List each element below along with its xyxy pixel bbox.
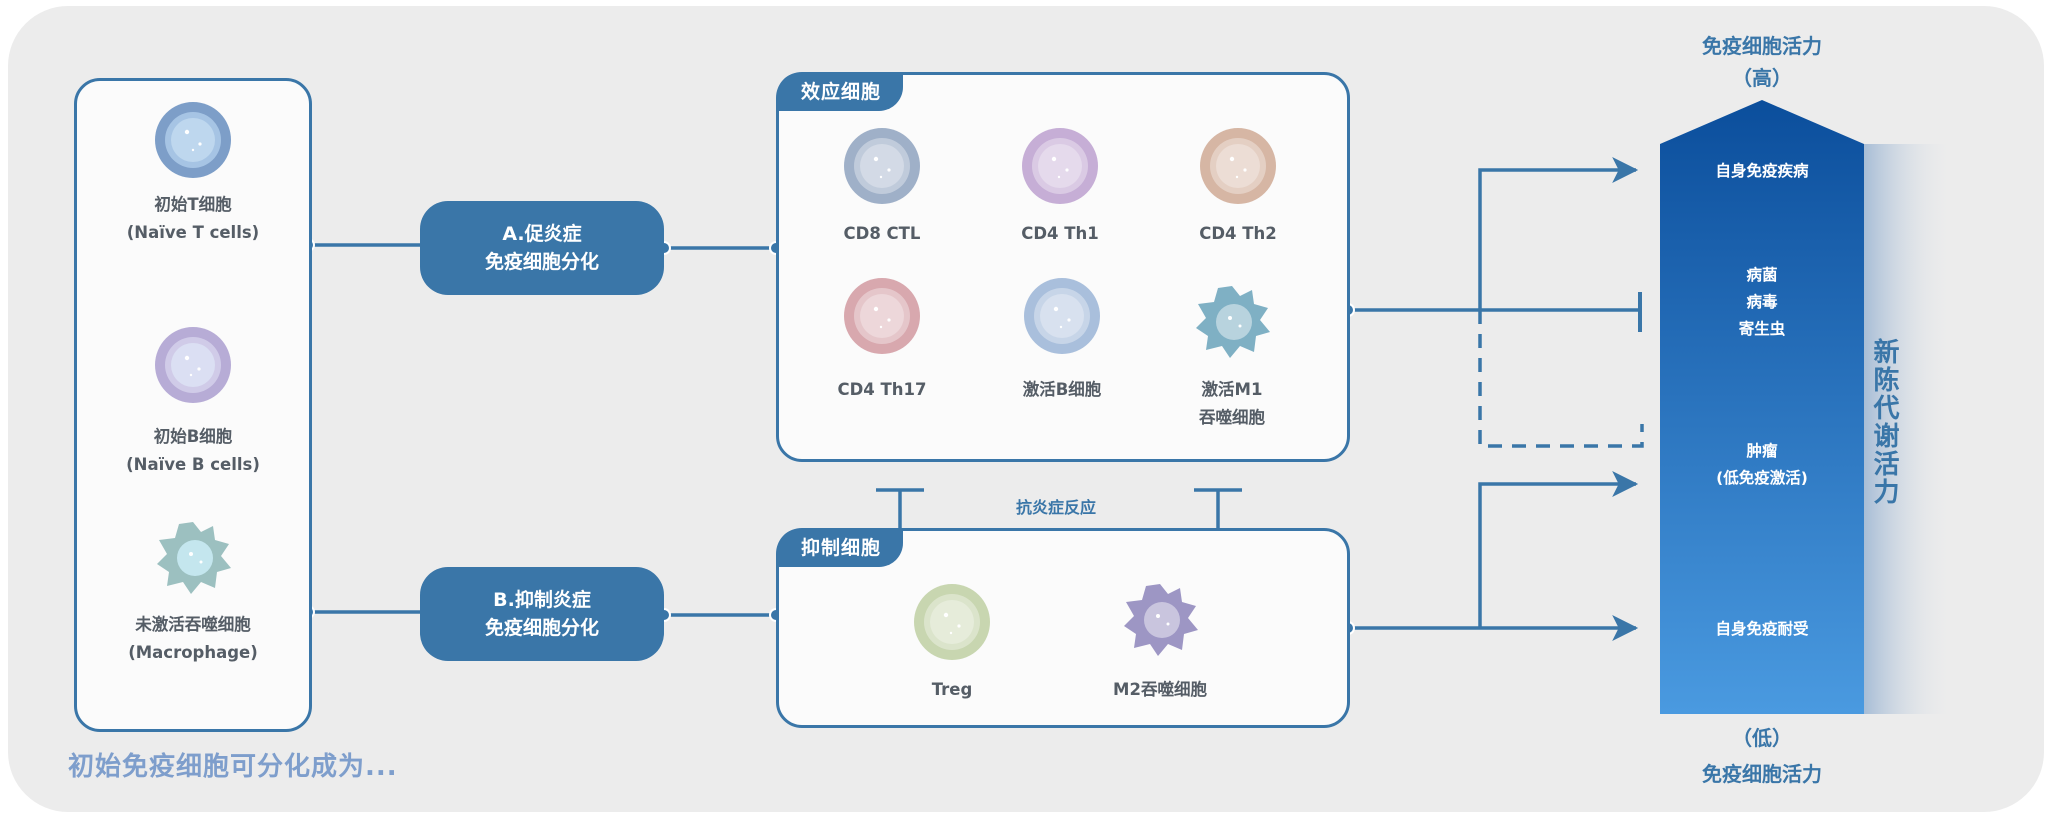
treg-cell-icon — [912, 582, 992, 662]
segment-autoimmune-line: 自身免疫疾病 — [1715, 162, 1809, 180]
cd4-th1-cell-label: CD4 Th1 — [950, 220, 1170, 248]
scale-bottom-title: 免疫细胞活力 — [1702, 762, 1822, 786]
suppressor-to-tumor-arrow — [1478, 471, 1639, 628]
activated-b-cell-icon — [1022, 276, 1102, 356]
naive-cells-panel — [74, 78, 312, 732]
segment-autoimmune-disease: 自身免疫疾病 — [1662, 158, 1862, 185]
pathway-a-line2: 免疫细胞分化 — [484, 251, 599, 273]
scale-top-title: 免疫细胞活力 — [1702, 34, 1822, 58]
naive-t-cell-icon — [153, 100, 233, 180]
segment-immune-tolerance: 自身免疫耐受 — [1662, 616, 1862, 643]
cell-label-line: M2吞噬细胞 — [1113, 680, 1207, 699]
metabolism-activity-label: 新陈代谢活力 — [1869, 338, 1899, 506]
cd4-th17-cell-icon — [842, 276, 922, 356]
naive-t-cell-name: 初始T细胞 — [154, 195, 232, 214]
m1-macrophage-icon — [1192, 282, 1272, 362]
diagram-caption: 初始免疫细胞可分化成为... — [68, 752, 398, 782]
suppressor-cells-panel: 抑制细胞 — [776, 528, 1350, 728]
cell-label-line: 激活B细胞 — [1022, 380, 1102, 399]
cd8-ctl-cell-label: CD8 CTL — [772, 220, 992, 248]
cell-label-line: 激活M1 — [1201, 380, 1263, 399]
cd4-th17-cell-label: CD4 Th17 — [772, 376, 992, 404]
segment-tumor-line1: 肿瘤 — [1746, 442, 1778, 460]
segment-tumor-line2: (低免疫激活) — [1716, 469, 1808, 487]
cd4-th2-cell-icon — [1198, 126, 1278, 206]
metabolism-gradient-band — [1864, 144, 1954, 714]
m2-macrophage-label: M2吞噬细胞 — [1050, 676, 1270, 704]
pathway-b-anti-inflammatory: B.抑制炎症 免疫细胞分化 — [420, 567, 664, 661]
treg-cell-label: Treg — [842, 676, 1062, 704]
suppressor-panel-title: 抑制细胞 — [777, 529, 904, 567]
segment-pathogens-line2: 病毒 — [1746, 293, 1778, 311]
activated-b-cell-label: 激活B细胞 — [952, 376, 1172, 404]
cell-label-line: CD4 Th2 — [1199, 224, 1277, 243]
segment-tumor: 肿瘤 (低免疫激活) — [1662, 438, 1862, 492]
cd8-ctl-cell-icon — [842, 126, 922, 206]
segment-pathogens-line3: 寄生虫 — [1738, 320, 1786, 338]
macrophage-name: 未激活吞噬细胞 — [135, 615, 251, 634]
m1-macrophage-label: 激活M1 吞噬细胞 — [1122, 376, 1342, 432]
cell-label-line: CD4 Th1 — [1021, 224, 1099, 243]
cd4-th2-cell-label: CD4 Th2 — [1128, 220, 1348, 248]
cell-label-line-2: 吞噬细胞 — [1199, 408, 1265, 427]
naive-b-cell-icon — [153, 325, 233, 405]
segment-tolerance-line: 自身免疫耐受 — [1715, 620, 1809, 638]
pathway-a-proinflammatory: A.促炎症 免疫细胞分化 — [420, 201, 664, 295]
effector-panel-title: 效应细胞 — [777, 73, 904, 111]
naive-t-cell-sub: (Naïve T cells) — [126, 223, 260, 242]
pathway-b-line2: 免疫细胞分化 — [484, 617, 599, 639]
scale-top-level: （高） — [1732, 66, 1792, 90]
cell-label-line: CD8 CTL — [843, 224, 921, 243]
pathway-a-line1: A.促炎症 — [502, 223, 582, 245]
immune-activity-column — [1660, 100, 1864, 714]
anti-inflammatory-label: 抗炎症反应 — [1016, 498, 1097, 517]
cell-label-line: Treg — [931, 680, 973, 699]
macrophage-sub: (Macrophage) — [128, 643, 258, 662]
cell-label-line: CD4 Th17 — [837, 380, 927, 399]
macrophage-icon — [153, 518, 233, 598]
scale-bottom-level: （低） — [1732, 726, 1792, 750]
naive-b-cell-name: 初始B细胞 — [153, 427, 233, 446]
segment-pathogens-line1: 病菌 — [1746, 266, 1778, 284]
naive-b-cell-sub: (Naïve B cells) — [126, 455, 260, 474]
cd4-th1-cell-icon — [1020, 126, 1100, 206]
effector-to-autoimmune-arrow — [1478, 157, 1639, 310]
pathway-b-line1: B.抑制炎症 — [493, 589, 591, 611]
segment-pathogens: 病菌 病毒 寄生虫 — [1662, 262, 1862, 343]
dashed-feedback-line — [1478, 310, 1644, 448]
m2-macrophage-icon — [1120, 580, 1200, 660]
